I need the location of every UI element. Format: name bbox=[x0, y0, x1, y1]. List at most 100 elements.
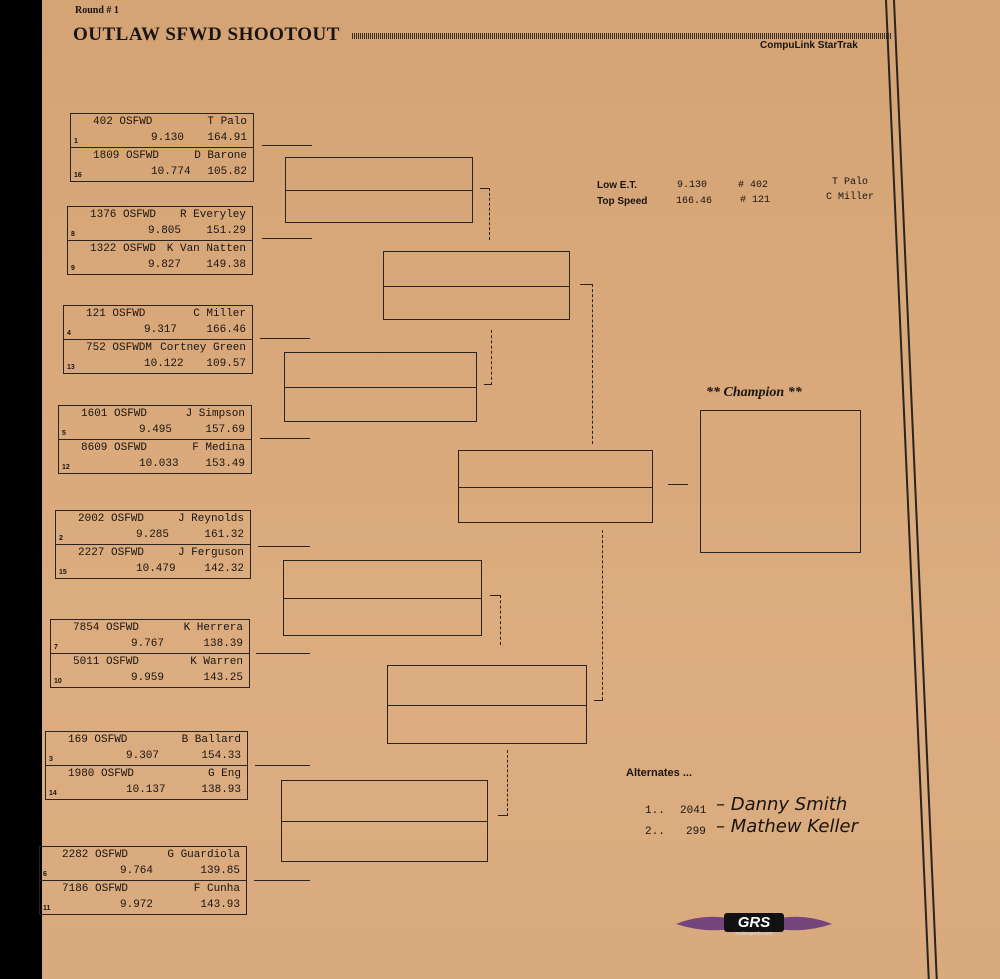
elapsed-time: 9.285 bbox=[136, 529, 170, 541]
entry-top: 2282 OSFWD G Guardiola 6 9.764 139.85 bbox=[40, 847, 246, 880]
entry-top: 121 OSFWD C Miller 4 9.317 166.46 bbox=[64, 306, 252, 339]
car-number: 8609 OSFWD bbox=[81, 442, 148, 454]
grs-logo: GRS motorsports.com bbox=[676, 910, 832, 938]
elapsed-time: 9.495 bbox=[139, 424, 173, 436]
entry-top: 7854 OSFWD K Herrera 7 9.767 138.39 bbox=[51, 620, 249, 653]
driver-name: F Medina bbox=[192, 442, 245, 454]
seed: 12 bbox=[62, 464, 70, 471]
bracket-connector bbox=[592, 284, 593, 444]
entry-bottom: 8609 OSFWD F Medina 12 10.033 153.49 bbox=[59, 439, 251, 473]
speed: 164.91 bbox=[207, 132, 247, 144]
title-rule bbox=[352, 33, 892, 39]
connector bbox=[484, 384, 492, 385]
speed: 138.93 bbox=[201, 784, 241, 796]
car-number: 1980 OSFWD bbox=[68, 768, 135, 780]
matchup-3: 121 OSFWD C Miller 4 9.317 166.46 752 OS… bbox=[63, 305, 253, 374]
entry-top: 1601 OSFWD J Simpson 5 9.495 157.69 bbox=[59, 406, 251, 439]
alternate-index: 2.. bbox=[645, 826, 665, 838]
driver-name: J Ferguson bbox=[177, 547, 244, 559]
car-number: 2282 OSFWD bbox=[62, 849, 129, 861]
speed: 139.85 bbox=[200, 865, 240, 877]
car-number: 169 OSFWD bbox=[68, 734, 128, 746]
seed: 2 bbox=[59, 535, 63, 542]
connector bbox=[260, 338, 310, 339]
entry-bottom: 5011 OSFWD K Warren 10 9.959 143.25 bbox=[51, 653, 249, 687]
alternate-number: 299 bbox=[686, 826, 706, 838]
svg-text:motorsports.com: motorsports.com bbox=[735, 931, 772, 937]
elapsed-time: 10.774 bbox=[151, 166, 191, 178]
speed: 157.69 bbox=[205, 424, 245, 436]
matchup-7: 169 OSFWD B Ballard 3 9.307 154.33 1980 … bbox=[45, 731, 248, 800]
quarterfinal-box bbox=[281, 780, 488, 862]
seed: 4 bbox=[67, 330, 71, 337]
connector bbox=[490, 595, 500, 596]
bracket-connector bbox=[602, 530, 603, 700]
entry-top: 402 OSFWD T Palo 1 9.130 164.91 bbox=[71, 114, 253, 147]
entry-bottom: 1980 OSFWD G Eng 14 10.137 138.93 bbox=[46, 765, 247, 799]
driver-name: G Eng bbox=[207, 768, 241, 780]
top-speed-car: # 121 bbox=[740, 195, 771, 206]
car-number: 5011 OSFWD bbox=[73, 656, 140, 668]
seed: 11 bbox=[43, 905, 51, 912]
elapsed-time: 10.137 bbox=[126, 784, 166, 796]
connector bbox=[258, 546, 310, 547]
alternates-label: Alternates ... bbox=[626, 767, 693, 779]
elapsed-time: 9.317 bbox=[144, 324, 178, 336]
semifinal-box bbox=[387, 665, 587, 744]
seed: 3 bbox=[49, 756, 53, 763]
bracket-connector bbox=[500, 595, 501, 645]
elapsed-time: 9.307 bbox=[126, 750, 160, 762]
entry-bottom: 1809 OSFWD D Barone 16 10.774 105.82 bbox=[71, 147, 253, 181]
semifinal-box bbox=[383, 251, 570, 320]
connector bbox=[498, 815, 508, 816]
speed: 151.29 bbox=[206, 225, 246, 237]
entry-bottom: 7186 OSFWD F Cunha 11 9.972 143.93 bbox=[40, 880, 246, 914]
quarterfinal-box bbox=[284, 352, 477, 422]
entry-top: 1376 OSFWD R Everyley 8 9.805 151.29 bbox=[68, 207, 252, 240]
speed: 143.25 bbox=[203, 672, 243, 684]
quarterfinal-box bbox=[283, 560, 482, 636]
speed: 153.49 bbox=[205, 458, 245, 470]
driver-name: K Warren bbox=[190, 656, 243, 668]
car-number: 121 OSFWD bbox=[86, 308, 146, 320]
car-number: 2002 OSFWD bbox=[78, 513, 145, 525]
entry-bottom: 1322 OSFWD K Van Natten 9 9.827 149.38 bbox=[68, 240, 252, 274]
driver-name: B Ballard bbox=[181, 734, 241, 746]
entry-top: 169 OSFWD B Ballard 3 9.307 154.33 bbox=[46, 732, 247, 765]
seed: 7 bbox=[54, 644, 58, 651]
car-number: 1376 OSFWD bbox=[90, 209, 157, 221]
alternate-name: – Mathew Keller bbox=[716, 816, 858, 837]
connector bbox=[480, 188, 489, 189]
speed: 161.32 bbox=[204, 529, 244, 541]
seed: 9 bbox=[71, 265, 75, 272]
driver-name: C Miller bbox=[193, 308, 246, 320]
connector bbox=[260, 438, 310, 439]
matchup-2: 1376 OSFWD R Everyley 8 9.805 151.29 132… bbox=[67, 206, 253, 275]
speed: 154.33 bbox=[201, 750, 241, 762]
speed: 109.57 bbox=[206, 358, 246, 370]
elapsed-time: 10.122 bbox=[144, 358, 184, 370]
matchup-8: 2282 OSFWD G Guardiola 6 9.764 139.85 71… bbox=[39, 846, 247, 915]
seed: 16 bbox=[74, 172, 82, 179]
driver-name: F Cunha bbox=[193, 883, 240, 895]
car-number: 752 OSFWDM bbox=[86, 342, 153, 354]
seed: 8 bbox=[71, 231, 75, 238]
connector bbox=[255, 765, 310, 766]
elapsed-time: 9.972 bbox=[120, 899, 154, 911]
seed: 14 bbox=[49, 790, 57, 797]
speed: 142.32 bbox=[204, 563, 244, 575]
seed: 6 bbox=[43, 871, 47, 878]
bracket-connector bbox=[507, 750, 508, 816]
connector bbox=[254, 880, 310, 881]
seed: 1 bbox=[74, 138, 78, 145]
elapsed-time: 9.130 bbox=[151, 132, 185, 144]
driver-name: J Simpson bbox=[185, 408, 245, 420]
elapsed-time: 9.805 bbox=[148, 225, 182, 237]
car-number: 7854 OSFWD bbox=[73, 622, 140, 634]
elapsed-time: 9.764 bbox=[120, 865, 154, 877]
elapsed-time: 10.033 bbox=[139, 458, 179, 470]
entry-top: 2002 OSFWD J Reynolds 2 9.285 161.32 bbox=[56, 511, 250, 544]
seed: 15 bbox=[59, 569, 67, 576]
speed: 143.93 bbox=[200, 899, 240, 911]
alternate-number: 2041 bbox=[680, 805, 707, 817]
